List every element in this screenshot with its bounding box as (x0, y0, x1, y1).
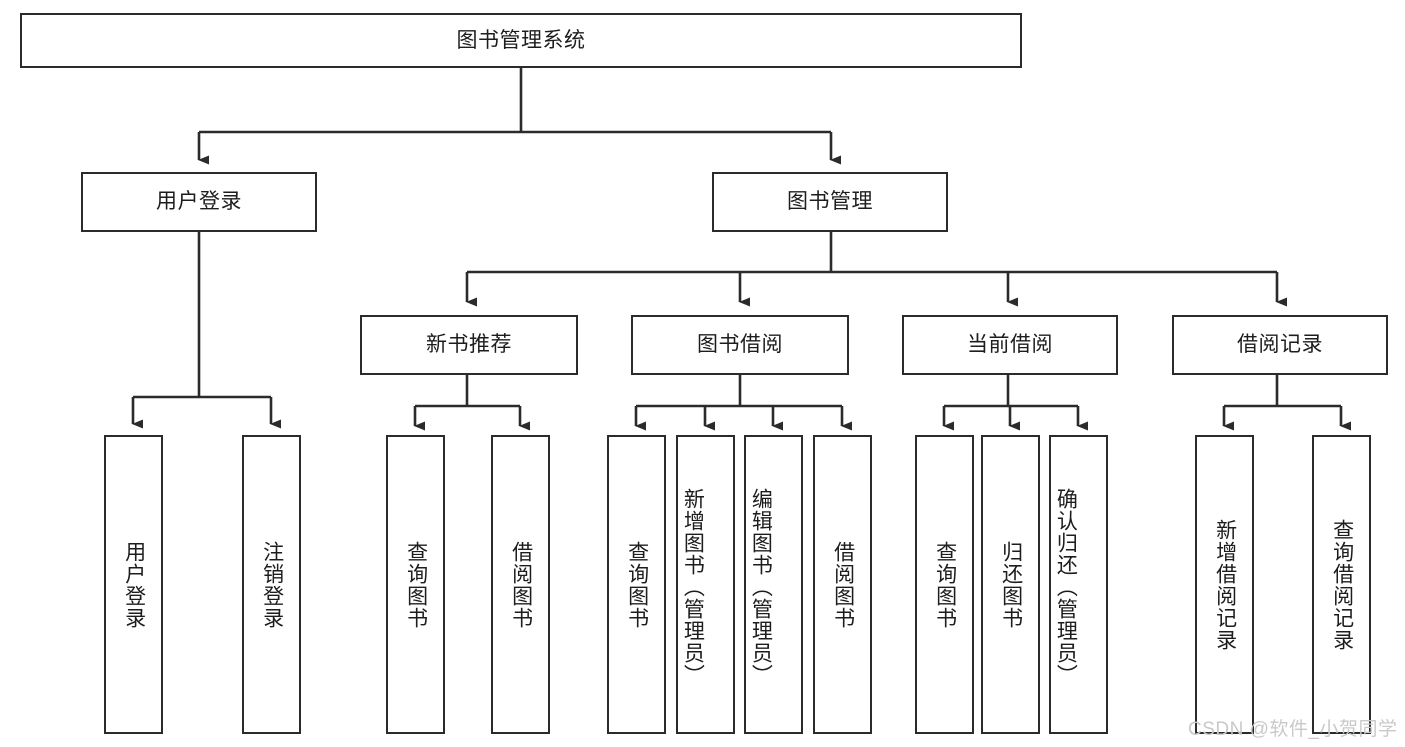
leaf-book-borrow-borrow-label: 借阅图书 (831, 540, 855, 629)
leaf-book-borrow-add[interactable]: 新增图书（管理员） (676, 435, 735, 734)
node-new-book-recommend[interactable]: 新书推荐 (360, 315, 578, 375)
leaf-book-borrow-edit-label: 编辑图书（管理员） (749, 487, 773, 686)
node-book-management-label: 图书管理 (787, 190, 873, 214)
leaf-new-book-borrow-label: 借阅图书 (509, 540, 533, 629)
leaf-current-borrow-return-label: 归还图书 (999, 540, 1023, 629)
leaf-current-borrow-confirm-return[interactable]: 确认归还（管理员） (1049, 435, 1108, 734)
leaf-book-borrow-borrow[interactable]: 借阅图书 (813, 435, 872, 734)
leaf-book-borrow-add-label: 新增图书（管理员） (681, 487, 705, 686)
node-user-login-label: 用户登录 (156, 190, 242, 214)
leaf-new-book-query-label: 查询图书 (404, 540, 428, 629)
node-root-system-label: 图书管理系统 (456, 28, 586, 52)
leaf-borrow-record-query[interactable]: 查询借阅记录 (1312, 435, 1371, 734)
node-root-system[interactable]: 图书管理系统 (20, 13, 1022, 68)
node-new-book-recommend-label: 新书推荐 (426, 333, 512, 357)
leaf-borrow-record-add-label: 新增借阅记录 (1213, 518, 1237, 651)
leaf-new-book-query[interactable]: 查询图书 (386, 435, 445, 734)
node-borrow-record-label: 借阅记录 (1237, 333, 1323, 357)
node-book-borrow-label: 图书借阅 (697, 333, 783, 357)
leaf-borrow-record-query-label: 查询借阅记录 (1330, 518, 1354, 651)
node-user-login[interactable]: 用户登录 (81, 172, 317, 232)
leaf-book-borrow-query[interactable]: 查询图书 (607, 435, 666, 734)
leaf-current-borrow-return[interactable]: 归还图书 (981, 435, 1040, 734)
leaf-book-borrow-query-label: 查询图书 (625, 540, 649, 629)
leaf-current-borrow-query-label: 查询图书 (933, 540, 957, 629)
leaf-user-login-signout[interactable]: 注销登录 (242, 435, 301, 734)
node-borrow-record[interactable]: 借阅记录 (1172, 315, 1388, 375)
leaf-user-login-signout-label: 注销登录 (260, 540, 284, 629)
leaf-borrow-record-add[interactable]: 新增借阅记录 (1195, 435, 1254, 734)
node-book-borrow[interactable]: 图书借阅 (631, 315, 849, 375)
leaf-new-book-borrow[interactable]: 借阅图书 (491, 435, 550, 734)
leaf-user-login-signin[interactable]: 用户登录 (104, 435, 163, 734)
leaf-user-login-signin-label: 用户登录 (122, 540, 146, 629)
leaf-current-borrow-query[interactable]: 查询图书 (915, 435, 974, 734)
leaf-current-borrow-confirm-return-label: 确认归还（管理员） (1054, 487, 1078, 686)
leaf-book-borrow-edit[interactable]: 编辑图书（管理员） (744, 435, 803, 734)
node-book-management[interactable]: 图书管理 (712, 172, 948, 232)
node-current-borrow[interactable]: 当前借阅 (902, 315, 1118, 375)
node-current-borrow-label: 当前借阅 (967, 333, 1053, 357)
